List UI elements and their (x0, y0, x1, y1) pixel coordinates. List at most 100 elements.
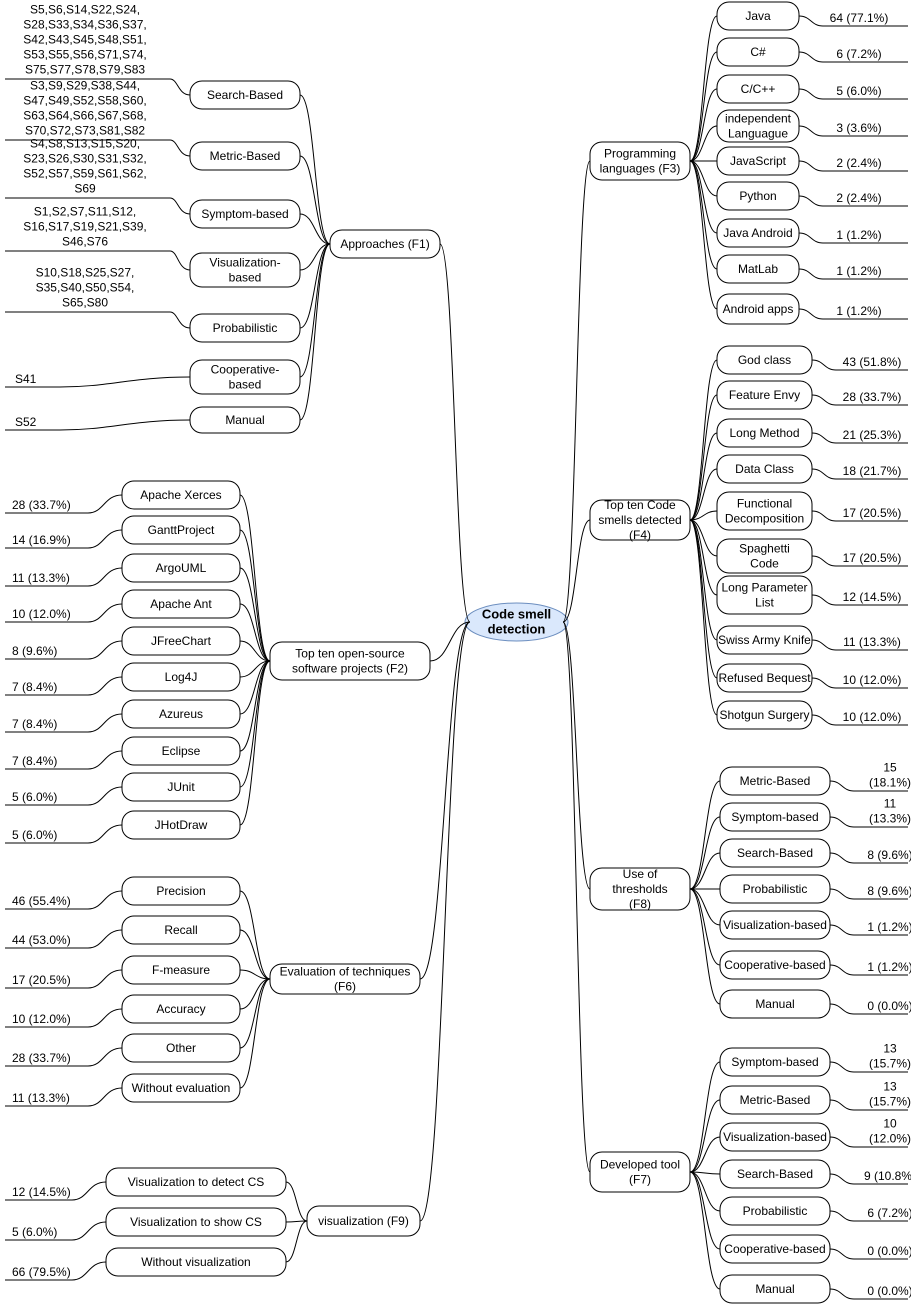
branch-f9-item-3-label: Without visualization (141, 1255, 250, 1269)
svg-text:11 (13.3%): 11 (13.3%) (843, 635, 901, 649)
branch-f8-item-4-value: 8 (9.6%) (867, 884, 911, 898)
svg-text:10 (12.0%): 10 (12.0%) (843, 710, 902, 724)
branch-f9-item-3-connector (285, 1220, 308, 1263)
branch-f2-item-10-value-connector (87, 824, 123, 844)
branch-f7-item-1-label: Symptom-based (731, 1055, 818, 1069)
branch-f7-item-4-connector (689, 1171, 721, 1175)
branch-f9-item-3-value-connector (71, 1261, 107, 1281)
branch-f8-item-2-value: 11(13.3%) (869, 797, 911, 826)
svg-text:(F7): (F7) (629, 1173, 651, 1187)
svg-text:Spaghetti: Spaghetti (739, 542, 790, 556)
branch-f8-item-1-connector (689, 780, 721, 890)
svg-text:1 (1.2%): 1 (1.2%) (836, 264, 881, 278)
branch-f7-item-5-value: 6 (7.2%) (867, 1206, 911, 1220)
branch-f2-item-8-value-connector (87, 750, 123, 770)
svg-text:Search-Based: Search-Based (737, 846, 813, 860)
svg-text:Precision: Precision (156, 884, 205, 898)
svg-text:6 (7.2%): 6 (7.2%) (867, 1206, 911, 1220)
branch-f7-item-6-connector (689, 1171, 721, 1250)
svg-text:10 (12.0%): 10 (12.0%) (12, 1012, 71, 1026)
svg-text:Approaches (F1): Approaches (F1) (340, 237, 429, 251)
branch-f2-item-2-value-connector (87, 529, 123, 549)
branch-f3[interactable] (589, 141, 691, 181)
svg-text:11 (13.3%): 11 (13.3%) (12, 571, 70, 585)
svg-text:Long Method: Long Method (729, 426, 799, 440)
svg-text:Eclipse: Eclipse (162, 744, 201, 758)
branch-f9[interactable] (306, 1205, 421, 1237)
svg-text:Other: Other (166, 1041, 196, 1055)
branch-f8[interactable] (589, 867, 691, 911)
branch-f7-item-7-value-connector (829, 1288, 855, 1300)
svg-text:Search-Based: Search-Based (737, 1167, 813, 1181)
svg-text:S4,S8,S13,S15,S20,: S4,S8,S13,S15,S20, (30, 137, 140, 151)
branch-f4-item-4-value-connector (811, 468, 837, 480)
branch-f3-item-3-value: 5 (6.0%) (836, 84, 881, 98)
branch-f7-item-2-label: Metric-Based (740, 1093, 811, 1107)
branch-f6-item-4-value-connector (87, 1008, 123, 1028)
svg-text:Apache Ant: Apache Ant (150, 597, 212, 611)
branch-f4-item-4-label: Data Class (735, 462, 794, 476)
branch-f2-item-4-connector (239, 603, 271, 662)
branch-f4-item-8-value: 11 (13.3%) (843, 635, 901, 649)
svg-text:S53,S55,S56,S71,S74,: S53,S55,S56,S71,S74, (23, 48, 146, 62)
branch-f2[interactable] (269, 641, 431, 681)
branch-f4-item-6-value: 17 (20.5%) (843, 551, 902, 565)
branch-f3-item-7-label: Java Android (723, 226, 792, 240)
svg-text:10 (12.0%): 10 (12.0%) (843, 673, 902, 687)
branch-f6-item-5-label: Other (166, 1041, 196, 1055)
branch-f8-item-5-connector (689, 888, 721, 926)
branch-f2-item-7-value-connector (87, 713, 123, 733)
branch-f4-item-9-value: 10 (12.0%) (843, 673, 902, 687)
svg-text:Evaluation of techniques: Evaluation of techniques (280, 965, 411, 979)
branch-f1-item-6-label: Cooperative-based (211, 363, 280, 392)
branch-f3-item-3-value-connector (798, 88, 824, 100)
branch-f2-item-9-value: 5 (6.0%) (12, 790, 57, 804)
branch-f4-item-9-connector (689, 519, 718, 679)
branch-f4-item-1-connector (689, 359, 718, 521)
branch-f8-item-7-connector (689, 888, 721, 1005)
svg-text:Probabilistic: Probabilistic (213, 321, 278, 335)
branch-f2-item-7-connector (239, 660, 271, 715)
branch-f7-item-5-label: Probabilistic (743, 1204, 808, 1218)
svg-text:Cooperative-based: Cooperative-based (724, 958, 825, 972)
root-node[interactable] (464, 602, 569, 642)
branch-f1[interactable] (329, 229, 441, 259)
svg-text:S41: S41 (15, 372, 37, 386)
branch-f6-item-5-value-connector (87, 1047, 123, 1067)
branch-f2-connector (429, 621, 471, 662)
branch-f7[interactable] (589, 1151, 691, 1193)
branch-f2-item-5-value: 8 (9.6%) (12, 644, 57, 658)
branch-f9-item-1-label: Visualization to detect CS (128, 1175, 265, 1189)
branch-f7-label: Developed tool(F7) (600, 1158, 680, 1187)
branch-f4-item-4-connector (689, 468, 718, 521)
svg-text:S35,S40,S50,S54,: S35,S40,S50,S54, (36, 281, 135, 295)
branch-f6-item-2-label: Recall (164, 923, 197, 937)
svg-text:9 (10.8%): 9 (10.8%) (864, 1169, 911, 1183)
branch-f1-item-6-connector (299, 243, 331, 378)
svg-text:Accuracy: Accuracy (156, 1002, 205, 1016)
branch-f4-item-3-label: Long Method (729, 426, 799, 440)
branch-f4[interactable] (589, 499, 691, 541)
branch-f8-item-6-value-connector (829, 964, 855, 976)
branch-f1-item-3-studies: S4,S8,S13,S15,S20,S23,S26,S30,S31,S32,S5… (23, 137, 146, 196)
branch-f7-connector (562, 621, 591, 1173)
branch-f4-item-7-connector (689, 519, 718, 596)
branch-f1-item-6-studies: S41 (15, 372, 37, 386)
svg-text:Visualization to show CS: Visualization to show CS (130, 1215, 262, 1229)
branch-f6[interactable] (269, 963, 421, 995)
branch-f4-connector (562, 519, 591, 623)
svg-text:Visualization-: Visualization- (209, 256, 280, 270)
branch-f1-item-5-connector (299, 243, 331, 329)
branch-f6-item-1-connector (239, 890, 271, 980)
svg-text:5 (6.0%): 5 (6.0%) (836, 84, 881, 98)
branch-f1-item-7-connector (299, 243, 331, 421)
branch-f6-item-1-value: 46 (55.4%) (12, 894, 71, 908)
branch-f9-item-2-connector (285, 1220, 308, 1223)
svg-text:15: 15 (883, 761, 897, 775)
branch-f8-item-1-label: Metric-Based (740, 774, 811, 788)
branch-f6-item-5-connector (239, 978, 271, 1049)
svg-text:17 (20.5%): 17 (20.5%) (843, 506, 902, 520)
svg-text:JavaScript: JavaScript (730, 154, 787, 168)
